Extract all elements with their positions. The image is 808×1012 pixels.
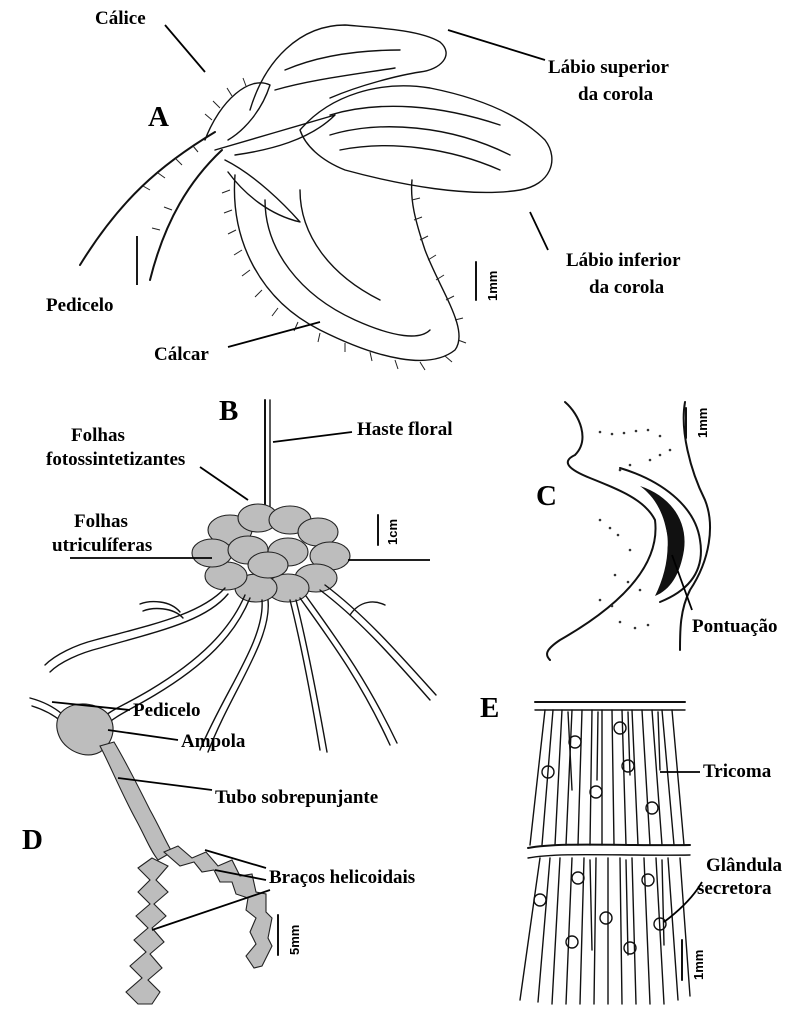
pit-shape bbox=[640, 486, 685, 596]
panel-c-drawing bbox=[547, 402, 710, 660]
label-bracos: Braços helicoidais bbox=[269, 867, 415, 888]
panel-label-a: A bbox=[148, 101, 169, 133]
section-outline-left bbox=[547, 402, 656, 660]
label-glandula-1: Glândula bbox=[706, 855, 783, 876]
trichomes-lower bbox=[520, 858, 690, 1004]
leader-labio-inferior bbox=[530, 212, 548, 250]
label-haste-floral: Haste floral bbox=[357, 419, 453, 440]
scale-label-c: 1mm bbox=[695, 408, 710, 438]
label-pedicelo-d: Pedicelo bbox=[133, 700, 201, 721]
leader-calice bbox=[165, 25, 205, 72]
helical-arm-left bbox=[126, 858, 168, 1004]
section-outline-right bbox=[680, 402, 710, 650]
label-calcar: Cálcar bbox=[154, 344, 209, 365]
rosette-leaves bbox=[192, 504, 350, 602]
scale-label-a: 1mm bbox=[485, 271, 500, 301]
leader-folhas-fotossintetizantes bbox=[200, 467, 248, 500]
label-folhas-foto-1: Folhas bbox=[71, 425, 125, 446]
pedicel-a-shape bbox=[80, 132, 215, 265]
leader-labio-superior bbox=[448, 30, 545, 60]
panel-label-c: C bbox=[536, 480, 557, 512]
label-labio-superior-1: Lábio superior bbox=[548, 57, 669, 78]
label-tubo: Tubo sobrepunjante bbox=[215, 787, 378, 808]
label-labio-inferior-1: Lábio inferior bbox=[566, 250, 681, 271]
panel-a-drawing bbox=[80, 25, 552, 370]
panel-label-d: D bbox=[22, 824, 43, 856]
scale-label-d: 5mm bbox=[287, 925, 302, 955]
label-calice: Cálice bbox=[95, 8, 146, 29]
scale-label-b: 1cm bbox=[385, 519, 400, 545]
trichomes-upper bbox=[530, 710, 684, 845]
leader-calcar bbox=[228, 322, 320, 347]
panel-label-b: B bbox=[219, 395, 238, 427]
leader-haste-floral bbox=[273, 432, 352, 442]
label-folhas-foto-2: fotossintetizantes bbox=[46, 449, 185, 470]
tube-shape bbox=[100, 742, 172, 860]
upper-lip-shape bbox=[250, 25, 446, 110]
label-labio-inferior-2: da corola bbox=[589, 277, 665, 298]
label-tricoma: Tricoma bbox=[703, 761, 772, 782]
label-glandula-2: secretora bbox=[697, 878, 772, 899]
label-pontuacao: Pontuação bbox=[692, 616, 778, 637]
label-ampola: Ampola bbox=[181, 731, 246, 752]
leader-ampola bbox=[108, 730, 178, 740]
lower-lip-shape bbox=[300, 86, 552, 193]
label-folhas-utric-2: utriculíferas bbox=[52, 535, 152, 556]
label-folhas-utric-1: Folhas bbox=[74, 511, 128, 532]
panel-label-e: E bbox=[480, 692, 499, 724]
scale-label-e: 1mm bbox=[691, 950, 706, 980]
label-pedicelo-a: Pedicelo bbox=[46, 295, 114, 316]
label-labio-superior-2: da corola bbox=[578, 84, 654, 105]
panel-e-drawing bbox=[520, 702, 690, 1004]
